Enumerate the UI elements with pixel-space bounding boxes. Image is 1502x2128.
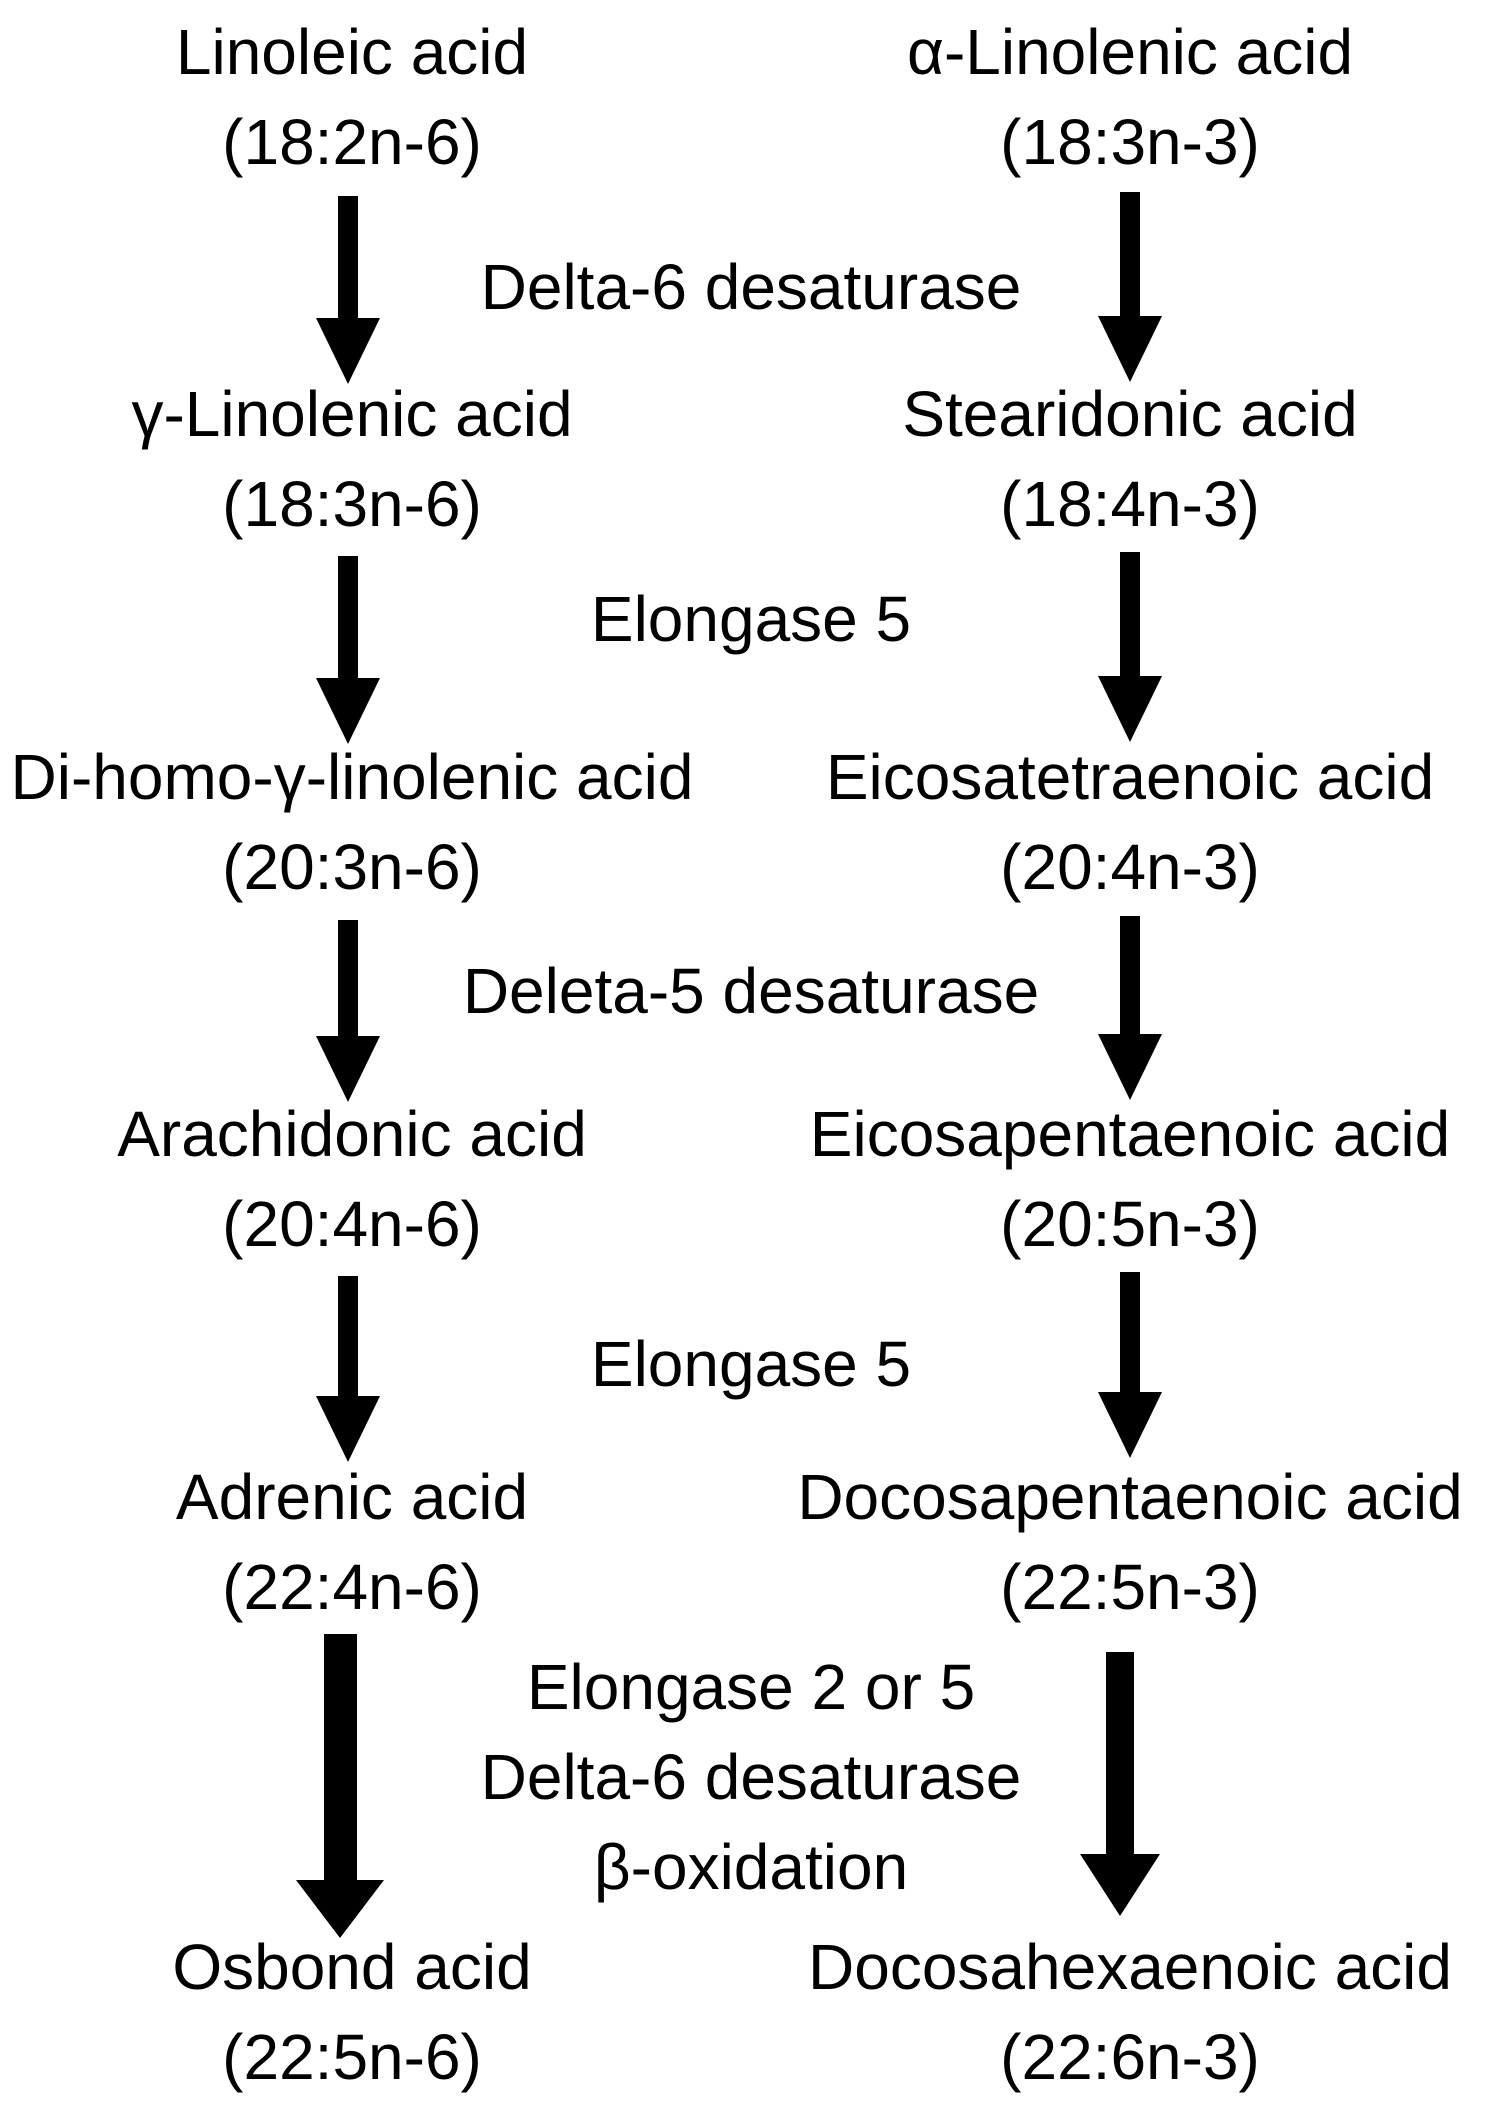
compound-formula: (20:3n-6) [222,831,482,903]
compound-docosapentaenoic-acid: Docosapentaenoic acid (22:5n-3) [778,1452,1482,1632]
arrow-shaft [1120,192,1140,316]
compound-dihomo-gamma-linolenic-acid: Di-homo-γ-linolenic acid (20:3n-6) [0,732,704,912]
enzyme-label-elongase5-first: Elongase 5 [251,574,1251,664]
arrow-dihomo-to-arachidonic-icon [316,920,380,1102]
enzyme-line: Delta-6 desaturase [480,1741,1022,1813]
compound-osbond-acid: Osbond acid (22:5n-6) [0,1922,704,2102]
arrow-eicosatetraenoic-to-eicosapentaenoic-icon [1098,916,1162,1100]
compound-adrenic-acid: Adrenic acid (22:4n-6) [0,1452,704,1632]
arrow-head [1098,1392,1162,1458]
compound-formula: (20:4n-6) [222,1188,482,1260]
arrow-adrenic-to-osbond-icon [296,1634,384,1938]
enzyme-line: Elongase 5 [590,1328,912,1400]
enzyme-label-elongase5-second: Elongase 5 [251,1319,1251,1409]
compound-formula: (22:6n-3) [1000,2021,1260,2093]
compound-name: Linoleic acid [175,16,529,88]
compound-formula: (18:3n-3) [1000,106,1260,178]
arrow-shaft [1120,916,1140,1034]
compound-formula: (18:2n-6) [222,106,482,178]
compound-name: Arachidonic acid [117,1098,587,1170]
compound-name: α-Linolenic acid [906,16,1354,88]
arrow-head [296,1880,384,1938]
compound-gamma-linolenic-acid: γ-Linolenic acid (18:3n-6) [0,369,704,549]
arrow-head [316,318,380,384]
arrow-gamma-linolenic-to-dihomo-icon [316,556,380,744]
compound-name: Di-homo-γ-linolenic acid [10,741,694,813]
compound-stearidonic-acid: Stearidonic acid (18:4n-3) [778,369,1482,549]
enzyme-line: Elongase 2 or 5 [526,1651,976,1723]
arrow-shaft [338,1276,358,1396]
compound-eicosapentaenoic-acid: Eicosapentaenoic acid (20:5n-3) [778,1089,1482,1269]
arrow-head [316,1396,380,1462]
compound-docosahexaenoic-acid: Docosahexaenoic acid (22:6n-3) [778,1922,1482,2102]
compound-arachidonic-acid: Arachidonic acid (20:4n-6) [0,1089,704,1269]
arrow-shaft [338,556,358,678]
compound-alpha-linolenic-acid: α-Linolenic acid (18:3n-3) [778,7,1482,187]
arrow-shaft [323,1634,357,1880]
arrow-head [1080,1854,1160,1916]
compound-name: Eicosatetraenoic acid [825,741,1435,813]
arrow-shaft [338,920,358,1036]
arrow-linoleic-to-gamma-linolenic-icon [316,196,380,384]
arrow-head [1098,676,1162,742]
enzyme-line: β-oxidation [593,1831,909,1903]
arrow-shaft [338,196,358,318]
compound-formula: (22:5n-3) [1000,1551,1260,1623]
enzyme-line: Delta-6 desaturase [480,251,1022,323]
arrow-shaft [1120,552,1140,676]
compound-name: Osbond acid [172,1931,532,2003]
compound-name: Eicosapentaenoic acid [809,1098,1451,1170]
enzyme-line: Elongase 5 [590,583,912,655]
arrow-alpha-linolenic-to-stearidonic-icon [1098,192,1162,382]
compound-formula: (18:4n-3) [1000,468,1260,540]
compound-name: Stearidonic acid [902,378,1358,450]
arrow-docosapentaenoic-to-docosahexaenoic-icon [1080,1652,1160,1916]
compound-name: Docosahexaenoic acid [808,1931,1452,2003]
arrow-shaft [1106,1652,1134,1854]
compound-formula: (18:3n-6) [222,468,482,540]
enzyme-label-final-conversion-steps: Elongase 2 or 5 Delta-6 desaturase β-oxi… [251,1642,1251,1912]
compound-formula: (20:4n-3) [1000,831,1260,903]
compound-name: Adrenic acid [175,1461,529,1533]
arrow-arachidonic-to-adrenic-icon [316,1276,380,1462]
arrow-head [316,678,380,744]
compound-formula: (20:5n-3) [1000,1188,1260,1260]
compound-formula: (22:5n-6) [222,2021,482,2093]
enzyme-line: Deleta-5 desaturase [462,955,1040,1027]
compound-name: Docosapentaenoic acid [797,1461,1463,1533]
arrow-head [1098,1034,1162,1100]
enzyme-label-deleta5-desaturase: Deleta-5 desaturase [251,946,1251,1036]
arrow-stearidonic-to-eicosatetraenoic-icon [1098,552,1162,742]
compound-eicosatetraenoic-acid: Eicosatetraenoic acid (20:4n-3) [778,732,1482,912]
compound-linoleic-acid: Linoleic acid (18:2n-6) [0,7,704,187]
arrow-head [1098,316,1162,382]
arrow-eicosapentaenoic-to-docosapentaenoic-icon [1098,1272,1162,1458]
arrow-shaft [1120,1272,1140,1392]
enzyme-label-delta6-desaturase: Delta-6 desaturase [251,242,1251,332]
compound-name: γ-Linolenic acid [131,378,573,450]
compound-formula: (22:4n-6) [222,1551,482,1623]
arrow-head [316,1036,380,1102]
